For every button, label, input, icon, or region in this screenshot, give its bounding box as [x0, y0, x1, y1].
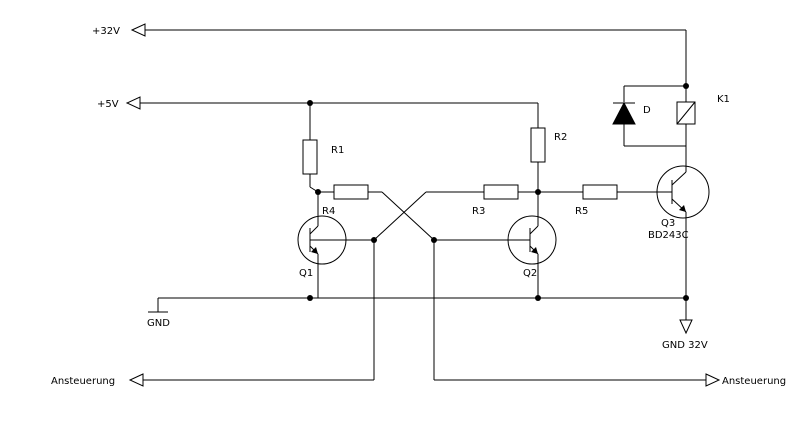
label-gnd32v: GND 32V	[662, 340, 708, 351]
label-r3: R3	[472, 206, 485, 217]
label-r1: R1	[331, 145, 344, 156]
label-r4: R4	[322, 206, 335, 217]
label-q3: Q3	[661, 218, 675, 229]
ground-rail	[148, 297, 686, 313]
resistor-r2	[530, 103, 546, 192]
junction-dots	[307, 83, 689, 301]
label-q3-type: BD243C	[648, 230, 689, 241]
supply-5v-rail	[125, 96, 538, 110]
control-input-right	[433, 240, 721, 387]
label-q1: Q1	[299, 268, 313, 279]
label-gnd: GND	[147, 318, 170, 329]
label-q2: Q2	[523, 268, 537, 279]
ground-32v-symbol	[679, 298, 693, 335]
transistor-q2	[434, 192, 557, 298]
supply-32v-rail	[130, 23, 687, 86]
label-r2: R2	[554, 132, 567, 143]
resistor-r1	[302, 103, 319, 193]
transistor-q3	[656, 146, 710, 298]
label-ansteuerung-left: Ansteuerung	[51, 376, 115, 387]
control-input-left	[128, 240, 375, 387]
transistor-q1	[297, 192, 374, 298]
label-k1: K1	[717, 94, 730, 105]
label-ansteuerung-right: Ansteuerung	[722, 376, 786, 387]
diode-d	[612, 85, 686, 147]
label-r5: R5	[575, 206, 588, 217]
label-d: D	[643, 105, 651, 116]
resistor-r3	[373, 184, 538, 241]
relay-coil-k1	[676, 86, 696, 146]
resistor-r5	[538, 184, 660, 200]
resistor-r4	[318, 184, 435, 241]
label-plus5v: +5V	[97, 99, 119, 110]
label-plus32v: +32V	[92, 26, 120, 37]
